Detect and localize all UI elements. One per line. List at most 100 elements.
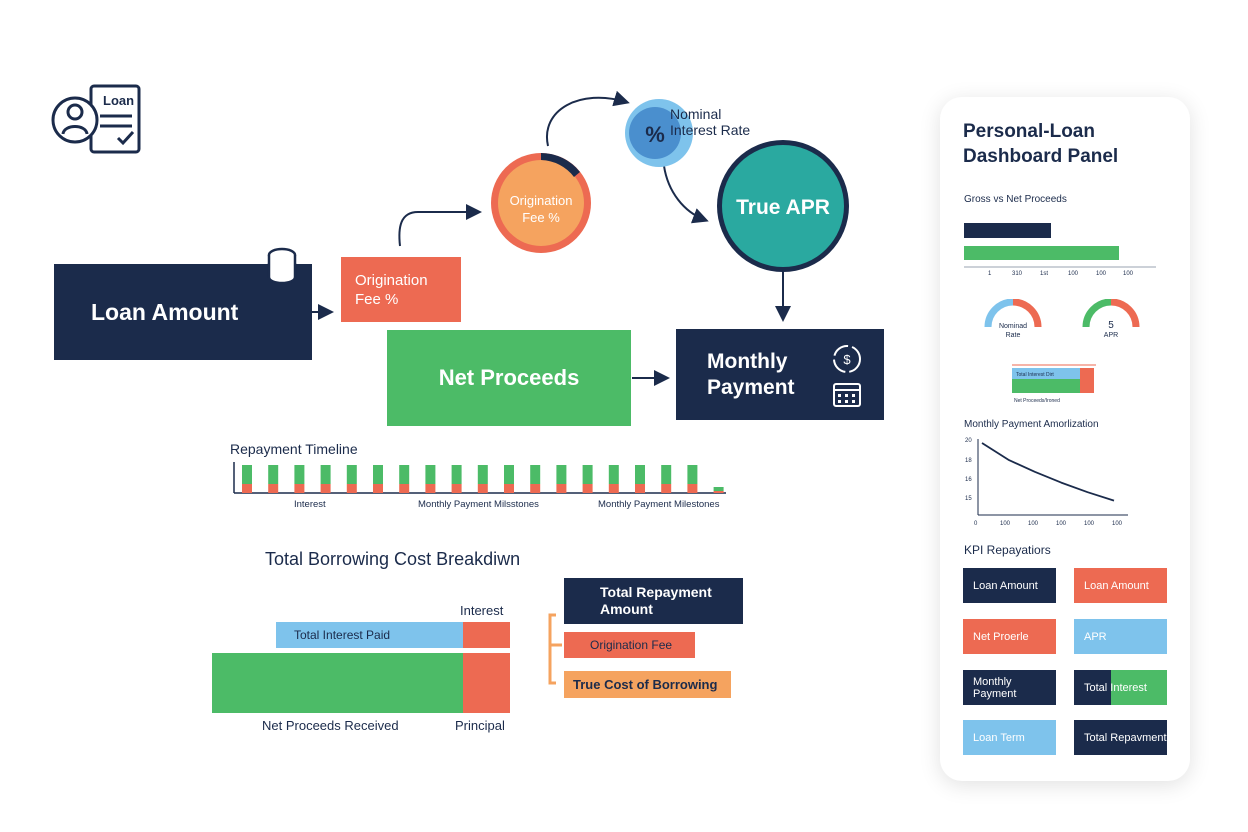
amortization-line <box>981 442 1115 502</box>
principal-label: Principal <box>455 718 505 733</box>
kpi-loan-term[interactable]: Loan Term <box>963 720 1056 755</box>
timeline-bar-interest <box>425 484 436 493</box>
apr-gauge: 5 APR <box>1082 299 1140 339</box>
amortization-chart: 20 18 16 15 0 100 100 100 100 100 <box>965 438 1128 527</box>
loan-icon-label: Loan <box>103 93 134 108</box>
gauge-nominal-line1: Nominad <box>999 323 1027 330</box>
timeline-bar-principal <box>713 487 724 491</box>
kpi-loan-amount-1[interactable]: Loan Amount <box>963 568 1056 603</box>
kpi-apr[interactable]: APR <box>1074 619 1167 654</box>
interest-vs-net-mini-chart: Total Interest Dirt Net Proceeds/Ironed <box>1012 364 1096 404</box>
gvn-tick-4: 100 <box>1096 271 1107 277</box>
timeline-bar-principal <box>504 465 514 484</box>
gauge-nominal-line2: Rate <box>1006 332 1021 339</box>
nominal-rate-circle: % <box>625 99 693 167</box>
origination-fee-legend-label: Origination Fee <box>590 638 673 652</box>
timeline-bar-principal <box>556 465 567 484</box>
amort-x-tick-4: 100 <box>1084 521 1095 527</box>
amort-x-tick-2: 100 <box>1028 521 1039 527</box>
timeline-bar-interest <box>268 484 279 493</box>
loan-amount-label: Loan Amount <box>91 298 239 325</box>
total-repayment-box: Total Repayment Amount <box>564 578 743 624</box>
timeline-bar-interest <box>477 484 488 493</box>
payment-calendar-icon: $ <box>833 345 861 407</box>
kpi-total-interest[interactable]: Total Interest <box>1074 670 1167 705</box>
timeline-bar-interest <box>530 484 541 493</box>
timeline-bar-principal <box>608 465 619 484</box>
timeline-bar-interest <box>346 484 357 493</box>
amort-y-tick-1: 18 <box>965 458 972 464</box>
amort-x-tick-3: 100 <box>1056 521 1067 527</box>
true-cost-legend: True Cost of Borrowing <box>564 671 731 698</box>
coin-stack-icon <box>267 247 297 285</box>
origination-fee-circle-line1: Origination <box>510 193 573 208</box>
timeline-bar-principal <box>294 465 305 484</box>
svg-text:$: $ <box>843 352 851 367</box>
net-proceeds-label: Net Proceeds <box>438 365 580 390</box>
timeline-bar-principal <box>530 465 541 484</box>
gvn-tick-0: 1 <box>988 271 992 277</box>
timeline-bar-interest <box>661 484 672 493</box>
gross-vs-net-title: Gross vs Net Proceeds <box>964 194 1067 205</box>
timeline-bar-principal <box>268 465 279 484</box>
origination-fee-circle-line2: Fee % <box>522 210 560 225</box>
timeline-bar-interest <box>294 484 305 493</box>
amortization-title: Monthly Payment Amorlization <box>964 419 1099 430</box>
monthly-payment-label: Monthly Payment <box>707 349 795 399</box>
kpi-loan-amount-2[interactable]: Loan Amount <box>1074 568 1167 603</box>
timeline-label-1: Interest <box>294 499 326 510</box>
timeline-bar-principal <box>582 465 593 484</box>
timeline-bar-principal <box>346 465 357 484</box>
timeline-bar-principal <box>661 465 672 484</box>
net-proceeds-received-bar <box>212 653 463 713</box>
amort-y-tick-3: 15 <box>965 496 972 502</box>
kpi-title: KPI Repayatiors <box>964 543 1051 557</box>
timeline-label-3: Monthly Payment Milestones <box>598 499 720 510</box>
principal-fee-segment <box>463 653 510 713</box>
amort-x-tick-1: 100 <box>1000 521 1011 527</box>
kpi-monthly-payment[interactable]: Monthly Payment <box>963 670 1056 705</box>
gvn-tick-5: 100 <box>1123 271 1134 277</box>
origination-fee-legend: Origination Fee <box>564 632 695 658</box>
gauge-apr-label: APR <box>1104 332 1118 339</box>
total-repayment-label: Total Repayment Amount <box>600 584 712 617</box>
gross-vs-net-chart: 1 310 1st 100 100 100 <box>964 223 1156 277</box>
amort-y-tick-2: 16 <box>965 477 972 483</box>
gvn-tick-1: 310 <box>1012 271 1023 277</box>
timeline-bar-principal <box>242 465 252 484</box>
timeline-bar-interest <box>451 484 462 493</box>
kpi-net-proceeds[interactable]: Net Proerle <box>963 619 1056 654</box>
timeline-bar-interest <box>504 484 514 493</box>
interest-label: Interest <box>460 603 504 618</box>
monthly-payment-node: Monthly Payment <box>676 329 884 420</box>
cost-breakdown-title: Total Borrowing Cost Breakdiwn <box>265 549 521 569</box>
kpi-total-repayment[interactable]: Total Repavment <box>1074 720 1167 755</box>
gross-bar <box>964 223 1051 238</box>
loan-document-icon: Loan <box>51 84 141 154</box>
true-apr-label: True APR <box>736 196 830 219</box>
net-bar <box>964 246 1119 260</box>
timeline-bar-principal <box>320 465 331 484</box>
timeline-bar-interest <box>582 484 593 493</box>
interest-paid-fee-segment <box>463 622 510 648</box>
interest-paid-bar: Total Interest Paid <box>276 622 463 648</box>
timeline-bar-interest <box>608 484 619 493</box>
repayment-timeline-chart: Interest Monthly Payment Milsstones Mont… <box>233 462 726 510</box>
net-proceeds-received-label: Net Proceeds Received <box>262 718 399 733</box>
true-cost-legend-label: True Cost of Borrowing <box>573 677 718 692</box>
gvn-tick-2: 1st <box>1040 271 1048 277</box>
mini-bar-top-label: Total Interest Dirt <box>1016 372 1054 378</box>
gvn-tick-3: 100 <box>1068 271 1079 277</box>
timeline-bar-interest <box>556 484 567 493</box>
timeline-bar-interest <box>399 484 410 493</box>
timeline-bar-principal <box>451 465 462 484</box>
true-apr-circle: True APR <box>717 140 849 272</box>
timeline-bar-interest <box>635 484 645 493</box>
amort-y-tick-0: 20 <box>965 438 972 444</box>
origination-fee-circle: Origination Fee % <box>491 153 591 253</box>
amort-x-tick-0: 0 <box>974 521 978 527</box>
panel-title: Personal-Loan Dashboard Panel <box>963 121 1119 167</box>
timeline-bar-interest <box>320 484 331 493</box>
gauge-apr-value: 5 <box>1108 320 1114 331</box>
